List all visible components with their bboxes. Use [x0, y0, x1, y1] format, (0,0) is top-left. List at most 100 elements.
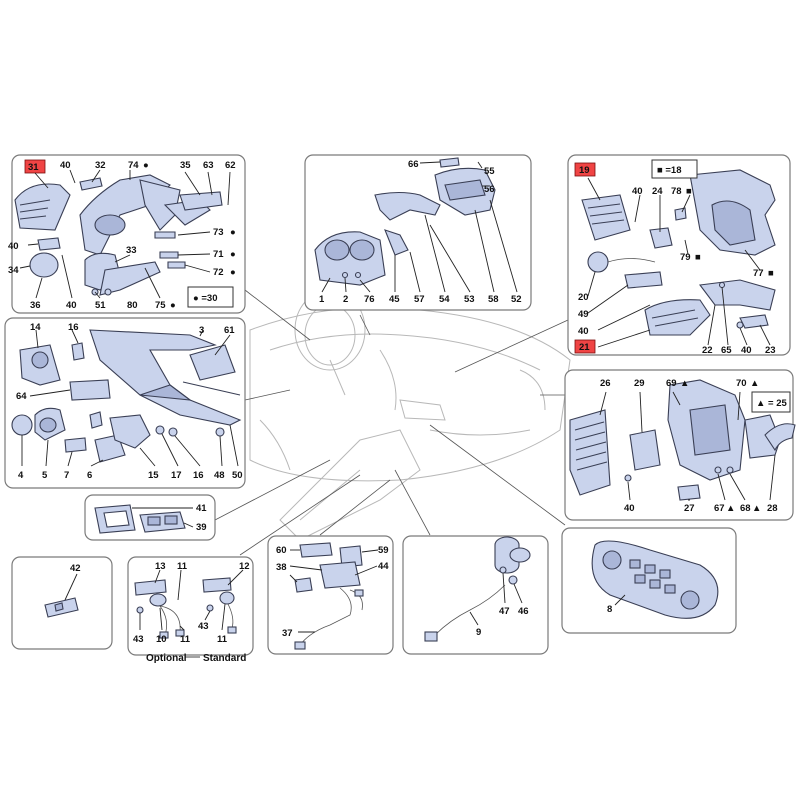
- panel-j-parts: [424, 536, 531, 642]
- label-48: 48: [214, 470, 225, 481]
- legend-circle-30-text: ● =30: [193, 293, 218, 304]
- label-31: 31: [28, 162, 39, 173]
- label-60: 60: [276, 545, 287, 556]
- panel-c-leaders: [587, 177, 771, 348]
- panel-b-labels: 66 55 56 1 2 76 45 57 54 53 58 52: [319, 159, 522, 305]
- label-28: 28: [767, 503, 778, 514]
- label-64: 64: [16, 391, 27, 402]
- label-17: 17: [171, 470, 182, 481]
- label-10: 10: [156, 634, 167, 645]
- panel-f-parts: [94, 504, 186, 534]
- label-37: 37: [282, 628, 293, 639]
- panel-e-leaders: [599, 391, 776, 501]
- sym-circle-71: ●: [230, 249, 236, 260]
- label-46: 46: [518, 606, 529, 617]
- sym-circle-73: ●: [230, 227, 236, 238]
- label-15: 15: [148, 470, 159, 481]
- label-7: 7: [64, 470, 69, 481]
- legend-square-18-text: ■ =18: [657, 165, 682, 176]
- label-73: 73: [213, 227, 224, 238]
- panel-a-labels: 31 40 32 74 ● 35 63 62 73 ● 71 ● 72 ● 40…: [8, 160, 236, 311]
- label-67: 67: [714, 503, 725, 514]
- label-3: 3: [199, 325, 204, 336]
- panel-h-leaders: [139, 569, 244, 658]
- sym-triangle-70: ▲: [750, 378, 759, 389]
- panel-d-labels: 14 16 3 61 64 4 5 7 6 15 17 16 48 50: [16, 322, 243, 481]
- label-11-h3: 11: [217, 634, 228, 645]
- label-43-h2: 43: [198, 621, 209, 632]
- dashboard-outline: [249, 289, 571, 541]
- panel-a-leaders: [19, 169, 231, 299]
- label-13: 13: [155, 561, 166, 572]
- label-38: 38: [276, 562, 287, 573]
- label-8: 8: [607, 604, 612, 615]
- label-36: 36: [30, 300, 41, 311]
- panel-b-leaders: [321, 161, 518, 293]
- label-1: 1: [319, 294, 325, 305]
- sym-square-77: ■: [768, 268, 774, 279]
- label-45: 45: [389, 294, 400, 305]
- label-53: 53: [464, 294, 475, 305]
- label-66: 66: [408, 159, 419, 170]
- label-11-h2: 11: [180, 634, 191, 645]
- leader-42: [64, 573, 78, 601]
- leader-8: [614, 594, 626, 606]
- panel-j-leaders: [469, 572, 523, 626]
- label-51: 51: [95, 300, 106, 311]
- sym-circle-72: ●: [230, 267, 236, 278]
- label-80: 80: [127, 300, 138, 311]
- label-55: 55: [484, 166, 495, 177]
- caption-optional: Optional: [146, 653, 187, 664]
- label-19: 19: [579, 165, 590, 176]
- label-58: 58: [488, 294, 499, 305]
- sym-triangle-69: ▲: [680, 378, 689, 389]
- label-12: 12: [239, 561, 250, 572]
- label-61: 61: [224, 325, 235, 336]
- caption-standard: Standard: [203, 653, 246, 664]
- panel-i-leaders: [289, 549, 379, 633]
- sym-square-79: ■: [695, 252, 701, 263]
- panel-e-parts: [569, 379, 796, 501]
- label-4: 4: [18, 470, 24, 481]
- label-68: 68: [740, 503, 751, 514]
- label-40-e: 40: [624, 503, 635, 514]
- label-57: 57: [414, 294, 425, 305]
- legend-triangle-25-text: ▲ = 25: [756, 398, 788, 409]
- panel-e-labels: 26 29 69 ▲ 70 ▲ ▲ = 25 40 27 67 ▲ 68 ▲ 2…: [600, 378, 788, 514]
- panel-f-labels: 41 39: [196, 503, 207, 533]
- label-71: 71: [213, 249, 224, 260]
- label-75: 75: [155, 300, 166, 311]
- label-40-c1: 40: [632, 186, 643, 197]
- label-79: 79: [680, 252, 691, 263]
- panel-c-parts: [581, 169, 776, 336]
- label-52: 52: [511, 294, 522, 305]
- panel-i-parts: [294, 542, 364, 650]
- label-39: 39: [196, 522, 207, 533]
- label-14: 14: [30, 322, 41, 333]
- label-9: 9: [476, 627, 481, 638]
- label-29: 29: [634, 378, 645, 389]
- label-6: 6: [87, 470, 92, 481]
- label-33: 33: [126, 245, 137, 256]
- label-63: 63: [203, 160, 214, 171]
- panel-j-labels: 47 46 9: [476, 606, 529, 638]
- label-78: 78: [671, 186, 682, 197]
- panel-g-parts: [44, 597, 79, 618]
- label-65: 65: [721, 345, 732, 356]
- label-49: 49: [578, 309, 589, 320]
- label-20: 20: [578, 292, 589, 303]
- label-43-h1: 43: [133, 634, 144, 645]
- label-23: 23: [765, 345, 776, 356]
- label-69: 69: [666, 378, 677, 389]
- panel-a-parts: [14, 174, 223, 296]
- label-56: 56: [484, 184, 495, 195]
- label-77: 77: [753, 268, 764, 279]
- panel-k-parts: [591, 540, 719, 619]
- label-40-a3: 40: [66, 300, 77, 311]
- label-34: 34: [8, 265, 19, 276]
- label-16-d1: 16: [68, 322, 79, 333]
- label-40-c3: 40: [741, 345, 752, 356]
- label-40-c2: 40: [578, 326, 589, 337]
- highlight-19: [574, 162, 596, 177]
- panel-b: [304, 154, 532, 311]
